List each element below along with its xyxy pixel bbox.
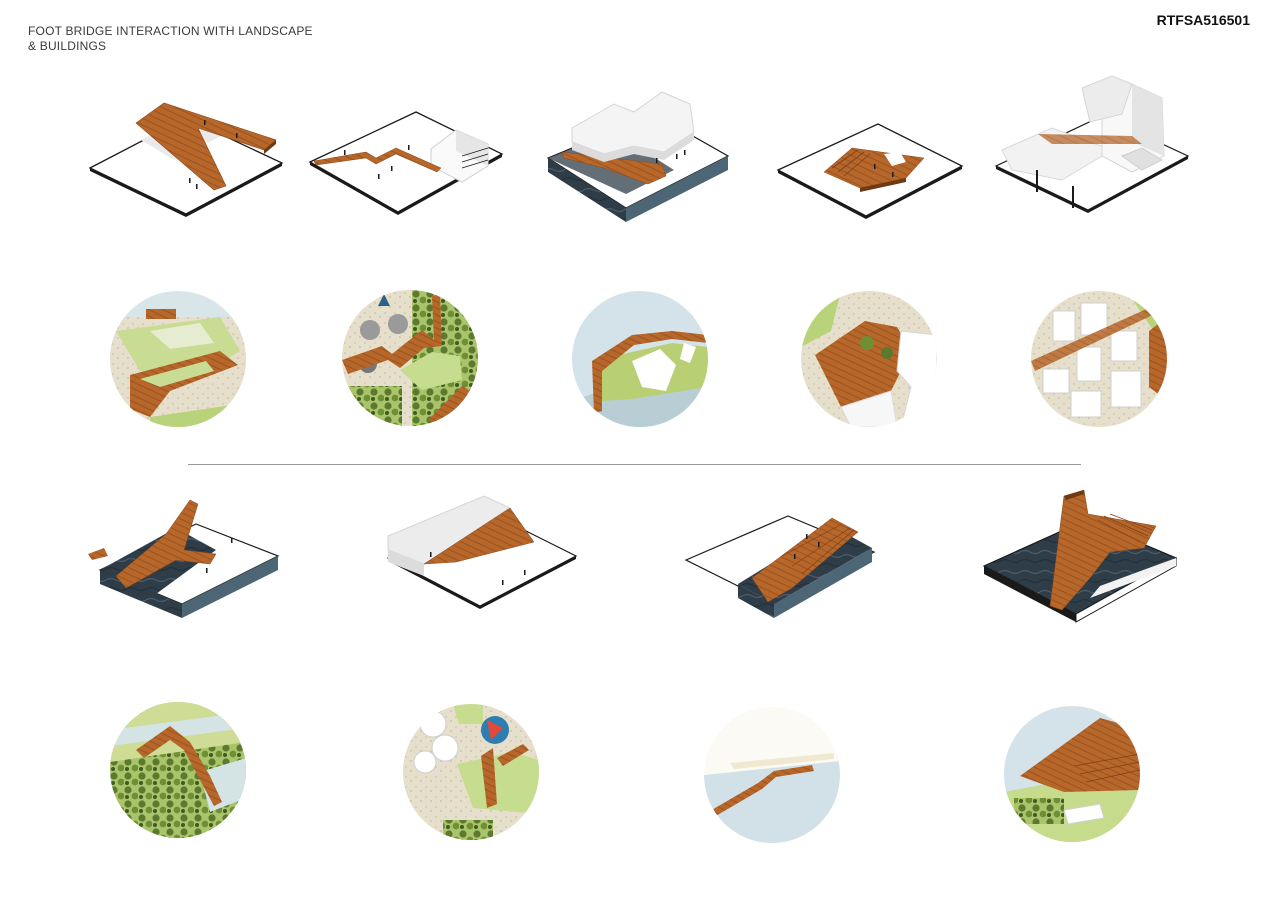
plan-circle-6 (110, 702, 246, 838)
axonometric-5 (992, 70, 1192, 220)
plan-circle-4 (801, 291, 937, 427)
plan-circle-1 (110, 291, 246, 427)
axonometric-2 (306, 104, 506, 224)
sheet-code: RTFSA516501 (1156, 12, 1250, 28)
plan-circle-9 (1004, 706, 1140, 842)
plan-circle-8 (704, 707, 840, 843)
axonometric-3 (544, 84, 734, 224)
axonometric-6 (86, 494, 282, 624)
plan-circle-5 (1031, 291, 1167, 427)
sheet-title: FOOT BRIDGE INTERACTION WITH LANDSCAPE &… (28, 24, 313, 54)
axonometric-1 (86, 98, 286, 218)
axonometric-9 (980, 486, 1180, 626)
axonometric-4 (774, 112, 966, 222)
sheet-title-line-1: FOOT BRIDGE INTERACTION WITH LANDSCAPE (28, 24, 313, 38)
plan-circle-2 (342, 290, 478, 426)
sheet-title-line-2: & BUILDINGS (28, 39, 107, 53)
axonometric-7 (384, 492, 580, 622)
plan-circle-3 (572, 291, 708, 427)
plan-circle-7 (403, 704, 539, 840)
axonometric-8 (682, 490, 878, 624)
section-divider (188, 464, 1081, 465)
